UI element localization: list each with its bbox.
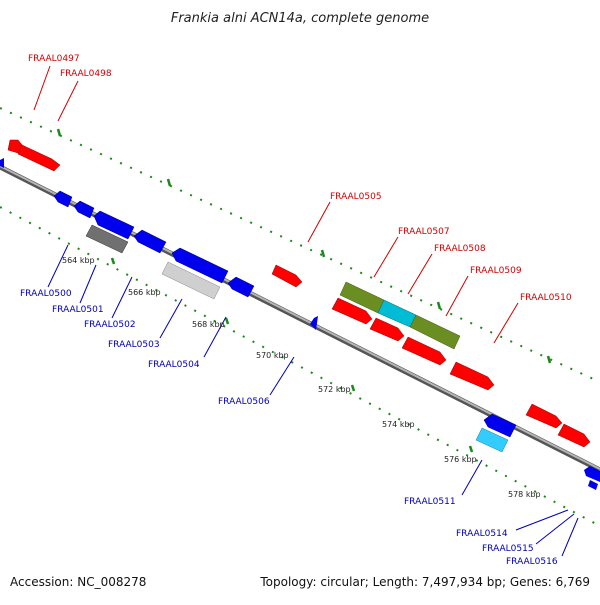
gene-arrow[interactable] xyxy=(369,317,405,342)
tick-label: 574 kbp xyxy=(382,420,415,429)
tick-label: 576 kbp xyxy=(444,455,477,464)
gene-label[interactable]: FRAAL0501 xyxy=(52,305,104,315)
gene-arrow[interactable] xyxy=(525,403,563,429)
gene-label[interactable]: FRAAL0508 xyxy=(434,244,486,254)
tick-label: 572 kbp xyxy=(318,385,351,394)
gene-box[interactable] xyxy=(409,314,461,350)
bottom-gene-labels: FRAAL0500 FRAAL0501 FRAAL0502 FRAAL0503 … xyxy=(20,289,558,567)
gene-label[interactable]: FRAAL0497 xyxy=(28,54,80,64)
gene-box[interactable] xyxy=(85,224,129,254)
tick-labels: 564 kbp 566 kbp 568 kbp 570 kbp 572 kbp … xyxy=(62,256,541,499)
gene-arrow[interactable] xyxy=(271,264,303,288)
map-title: Frankia alni ACN14a, complete genome xyxy=(171,11,429,26)
forward-strand-features xyxy=(7,139,591,448)
gene-arrow[interactable] xyxy=(331,297,373,325)
gene-label[interactable]: FRAAL0506 xyxy=(218,397,270,407)
gene-box[interactable] xyxy=(161,261,221,300)
gene-arrow[interactable] xyxy=(0,158,4,168)
gene-label[interactable]: FRAAL0503 xyxy=(108,340,160,350)
outer-tick-track xyxy=(0,107,600,383)
tick-label: 570 kbp xyxy=(256,351,289,360)
gene-label[interactable]: FRAAL0509 xyxy=(470,266,522,276)
gene-label[interactable]: FRAAL0515 xyxy=(482,544,534,554)
gene-label[interactable]: FRAAL0498 xyxy=(60,69,112,79)
gene-arrow[interactable] xyxy=(588,480,598,490)
gene-arrow[interactable] xyxy=(310,316,318,330)
genome-summary: Topology: circular; Length: 7,497,934 bp… xyxy=(259,575,590,589)
top-gene-labels: FRAAL0497 FRAAL0498 FRAAL0505 FRAAL0507 … xyxy=(28,54,572,303)
tick-label: 578 kbp xyxy=(508,490,541,499)
gene-arrow[interactable] xyxy=(483,413,517,438)
gene-arrow[interactable] xyxy=(171,247,229,284)
tick-label: 568 kbp xyxy=(192,320,225,329)
gene-arrow[interactable] xyxy=(73,200,95,219)
major-tick-marks xyxy=(56,128,552,453)
gene-arrow[interactable] xyxy=(93,210,135,240)
gene-label[interactable]: FRAAL0504 xyxy=(148,360,200,370)
inner-tick-track xyxy=(0,206,600,527)
gene-arrow[interactable] xyxy=(584,466,600,482)
gene-label[interactable]: FRAAL0516 xyxy=(506,557,558,567)
gene-label[interactable]: FRAAL0502 xyxy=(84,320,136,330)
gene-arrow[interactable] xyxy=(449,361,495,391)
gene-arrow[interactable] xyxy=(53,190,73,208)
gene-label[interactable]: FRAAL0514 xyxy=(456,529,508,539)
gene-label[interactable]: FRAAL0500 xyxy=(20,289,72,299)
gene-arrow[interactable] xyxy=(133,229,167,254)
gene-label[interactable]: FRAAL0511 xyxy=(404,497,456,507)
gene-arrow[interactable] xyxy=(401,336,447,366)
bottom-leader-lines xyxy=(47,244,579,557)
accession-label: Accession: NC_008278 xyxy=(10,575,146,589)
gene-box[interactable] xyxy=(475,427,509,453)
gene-label[interactable]: FRAAL0510 xyxy=(520,293,572,303)
gene-label[interactable]: FRAAL0507 xyxy=(398,227,450,237)
top-leader-lines xyxy=(33,65,519,344)
gene-label[interactable]: FRAAL0505 xyxy=(330,192,382,202)
gene-arrow[interactable] xyxy=(227,276,255,298)
tick-label: 564 kbp xyxy=(62,256,95,265)
tick-label: 566 kbp xyxy=(128,288,161,297)
gene-arrow[interactable] xyxy=(557,423,591,448)
reverse-strand-features xyxy=(0,158,600,490)
gene-arrow[interactable] xyxy=(17,144,61,172)
